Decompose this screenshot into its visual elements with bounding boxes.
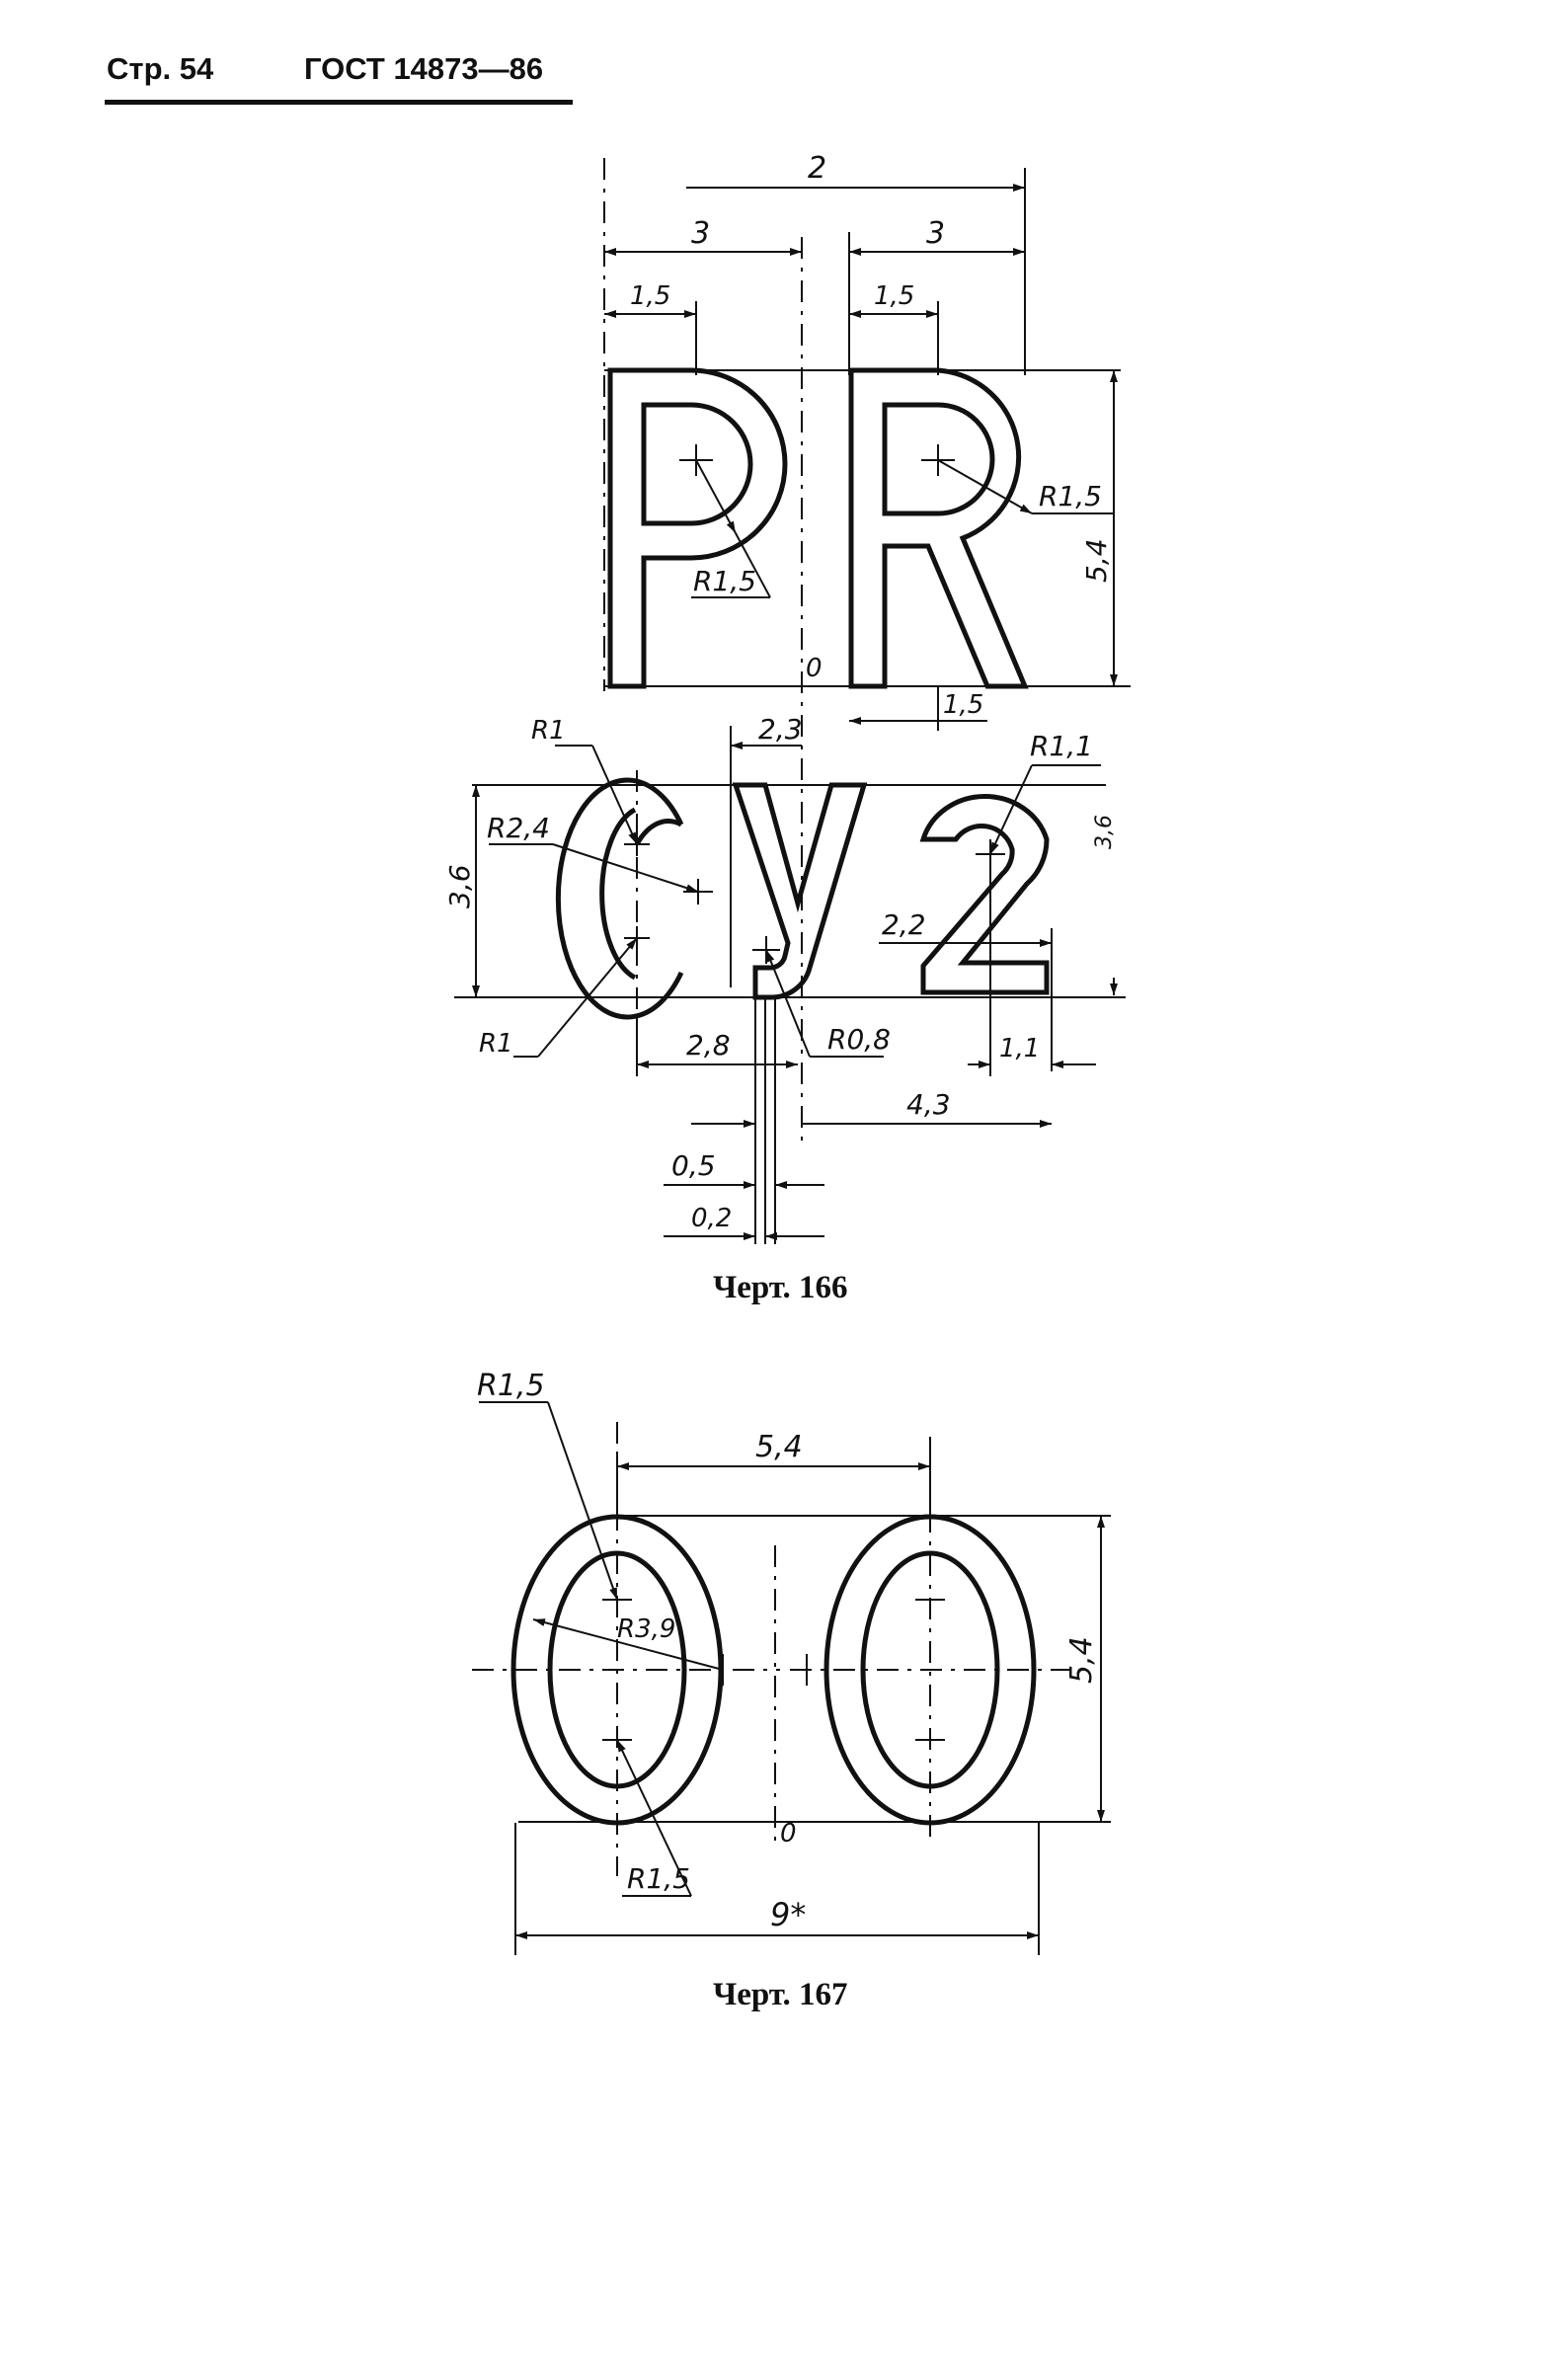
leader-radius-inner: [532, 1618, 724, 1671]
c-radius-top: R1: [531, 716, 566, 746]
two-radius-label: R1,1: [1030, 730, 1093, 762]
leader-c-r24: [552, 843, 699, 893]
letter-p: [607, 367, 788, 689]
radius-inner-label: R3,9: [617, 1614, 675, 1644]
letter-c: [555, 777, 713, 1020]
leader-c-r1-top: [591, 745, 638, 845]
c-radius-bottom: R1: [479, 1029, 513, 1059]
radius-top-label: R1,5: [477, 1369, 545, 1403]
leader-y-radius: [765, 949, 811, 1058]
digit-two: [919, 793, 1050, 995]
page-number: Стр. 54: [107, 51, 214, 86]
dim-3-r: 3: [926, 216, 945, 251]
dim-23: 2,3: [758, 713, 803, 746]
leader-p-radius: [735, 532, 771, 598]
leader-radius-top: [547, 1401, 618, 1601]
dim-height-54: 5,4: [1080, 538, 1113, 583]
letter-u-cyrillic: [732, 782, 868, 1000]
figure-167-caption: Черт. 167: [713, 1977, 848, 2012]
dim-02: 0,2: [691, 1204, 732, 1233]
leader-r-radius: [937, 459, 1033, 514]
dim-2: 2: [808, 151, 826, 186]
leader-radius-bottom: [616, 1739, 692, 1897]
dim-3-p: 3: [691, 216, 710, 251]
p-radius-label: R1,5: [693, 565, 756, 597]
dim-height-36: 3,6: [443, 864, 476, 908]
dim-r-center: 1,5: [874, 281, 914, 311]
zero-label: 0: [780, 1819, 797, 1849]
dim-overall: 9*: [770, 1896, 806, 1933]
dim-43: 4,3: [906, 1088, 951, 1121]
figure-166-drawing: 2 3 3 1,5 1,5 R1,5 R1,5: [443, 151, 1131, 1244]
c-radius-outer: R2,4: [487, 812, 550, 844]
figure-167-drawing: 5,4 5,4 R1,5 R3,9 R1,5 0: [472, 1369, 1111, 1955]
dim-height-54: 5,4: [1064, 1636, 1099, 1684]
header-rule: [105, 100, 573, 105]
standard-number: ГОСТ 14873—86: [304, 51, 544, 86]
dim-r-bottom: 1,5: [943, 690, 983, 720]
dim-11: 1,1: [999, 1034, 1040, 1063]
r-radius-label: R1,5: [1039, 480, 1102, 512]
leader-two-radius: [989, 764, 1033, 855]
figure-166-caption: Черт. 166: [713, 1270, 848, 1305]
dim-22: 2,2: [882, 908, 926, 941]
zero-label: 0: [806, 654, 823, 683]
letter-r: [848, 367, 1029, 689]
dim-28: 2,8: [686, 1029, 731, 1062]
dim-width-54: 5,4: [755, 1430, 803, 1464]
dim-05: 0,5: [671, 1149, 716, 1182]
y-radius-label: R0,8: [827, 1023, 891, 1056]
dim-height-right: 3,6: [1092, 815, 1117, 849]
radius-bottom-label: R1,5: [627, 1862, 690, 1895]
leader-c-r1-bottom: [537, 937, 638, 1058]
leader-p-radius: [695, 459, 737, 534]
dim-p-center: 1,5: [630, 281, 670, 311]
